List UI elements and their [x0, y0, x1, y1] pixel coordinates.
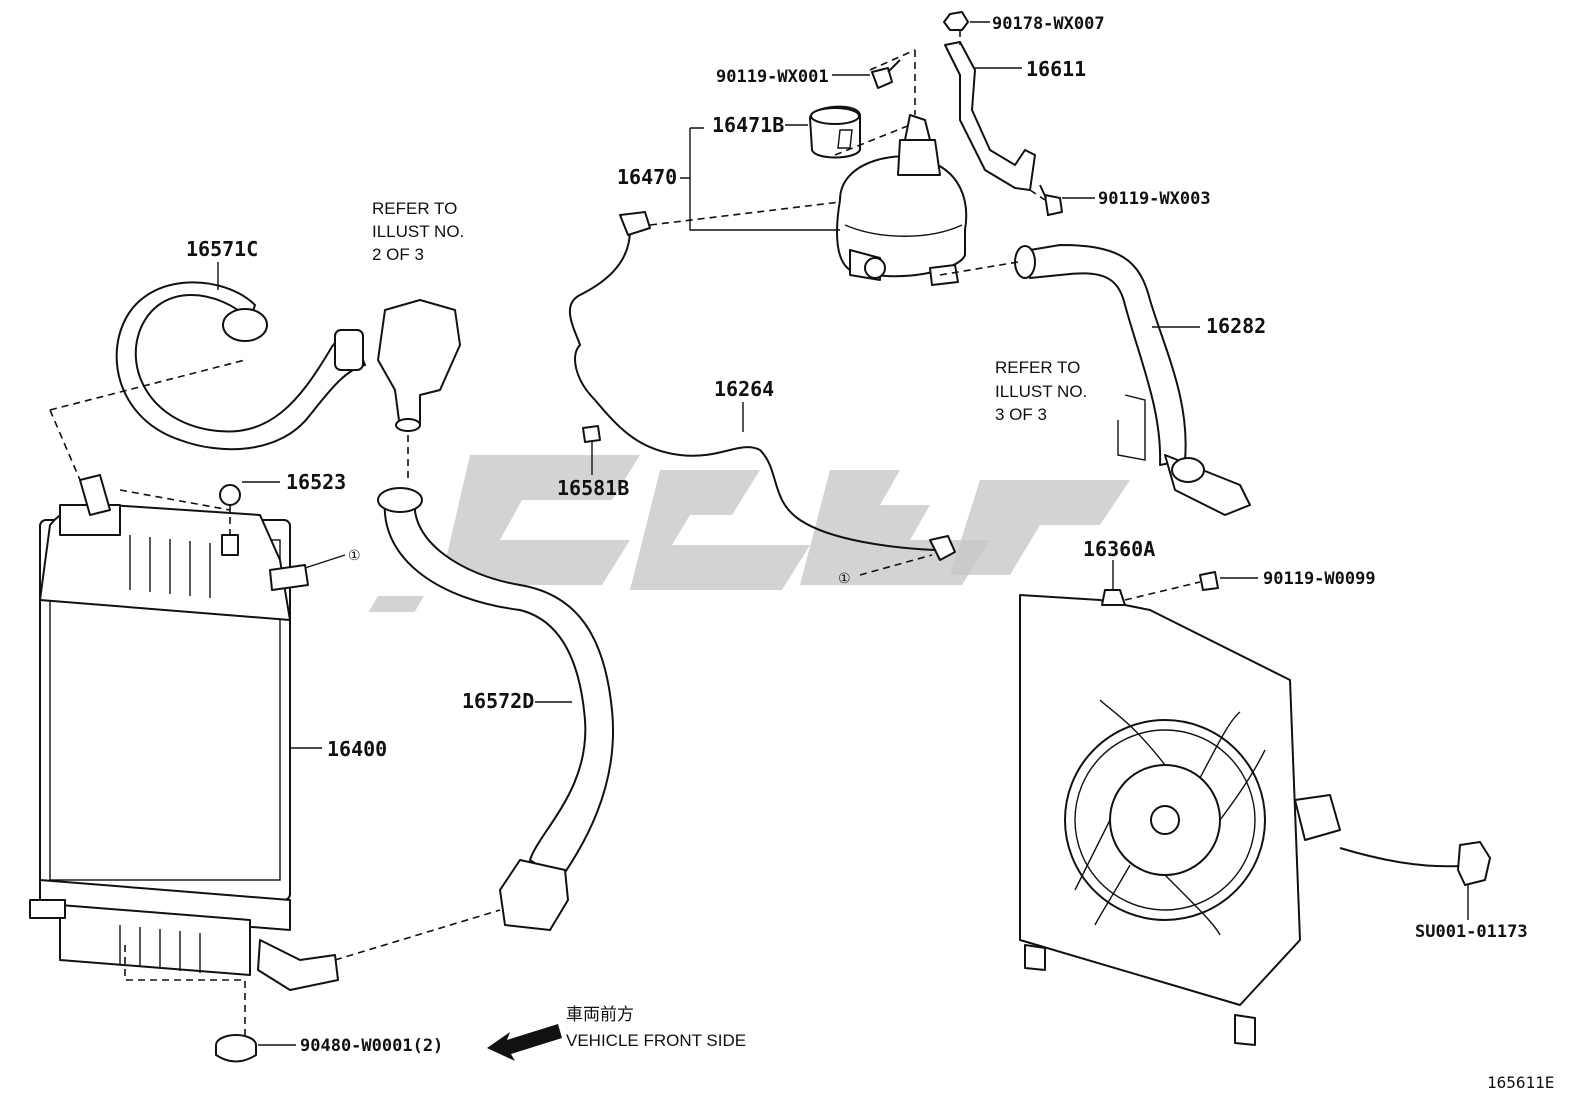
bolt-90119-w0099 — [1199, 571, 1219, 591]
vehicle-front-arrow-icon — [487, 1024, 562, 1061]
vehicle-front-label-ja: 車両前方 — [566, 1005, 634, 1024]
label-16572d: 16572D — [462, 689, 534, 713]
reference-mark-hose: ① — [838, 571, 851, 587]
label-90480-w0001: 90480-W0001(2) — [300, 1036, 443, 1056]
vehicle-front-indicator: 車両前方 VEHICLE FRONT SIDE — [487, 1005, 746, 1061]
reference-mark-radiator: ① — [348, 548, 361, 564]
label-16264: 16264 — [714, 377, 774, 401]
bolt-90119-wx003 — [1039, 184, 1063, 216]
watermark-logo — [368, 455, 1130, 612]
svg-text:3 OF 3: 3 OF 3 — [995, 405, 1047, 424]
label-16470: 16470 — [617, 165, 677, 189]
label-16360a: 16360A — [1083, 537, 1155, 561]
svg-text:2 OF 3: 2 OF 3 — [372, 245, 424, 264]
water-outlet-ref-2of3 — [377, 299, 461, 432]
radiator-16400 — [29, 474, 339, 1063]
refer-note-2of3: REFER TO ILLUST NO. 2 OF 3 — [372, 199, 464, 264]
hose-16264 — [569, 211, 956, 561]
label-90119-wx003: 90119-WX003 — [1098, 189, 1211, 209]
vehicle-front-label-en: VEHICLE FRONT SIDE — [566, 1031, 746, 1050]
bracket-16611 — [944, 41, 1036, 191]
label-90119-w0099: 90119-W0099 — [1263, 569, 1376, 589]
svg-text:REFER TO: REFER TO — [372, 199, 457, 218]
connector-su001-01173 — [1339, 841, 1491, 886]
svg-text:ILLUST NO.: ILLUST NO. — [372, 222, 464, 241]
label-16471b: 16471B — [712, 113, 784, 137]
svg-text:REFER TO: REFER TO — [995, 358, 1080, 377]
label-16581b: 16581B — [557, 476, 629, 500]
fan-shroud-16360a — [1019, 589, 1341, 1046]
reservoir-cap-16471b — [809, 105, 861, 159]
figure-code: 165611E — [1487, 1073, 1554, 1092]
label-90178-wx007: 90178-WX007 — [992, 14, 1105, 34]
label-su001-01173: SU001-01173 — [1415, 922, 1528, 942]
bolt-90119-wx001 — [871, 59, 901, 89]
label-90119-wx001: 90119-WX001 — [716, 67, 829, 87]
hose-16571c — [115, 281, 366, 451]
refer-note-3of3: REFER TO ILLUST NO. 3 OF 3 — [995, 358, 1087, 424]
clip-16581b — [582, 425, 601, 443]
label-16400: 16400 — [327, 737, 387, 761]
label-16523: 16523 — [286, 470, 346, 494]
svg-text:ILLUST NO.: ILLUST NO. — [995, 382, 1087, 401]
hose-16282 — [1014, 244, 1251, 516]
hose-16572d — [377, 487, 615, 931]
nut-90178-wx007 — [943, 11, 969, 31]
label-16611: 16611 — [1026, 57, 1086, 81]
label-16571c: 16571C — [186, 237, 258, 261]
label-16282: 16282 — [1206, 314, 1266, 338]
